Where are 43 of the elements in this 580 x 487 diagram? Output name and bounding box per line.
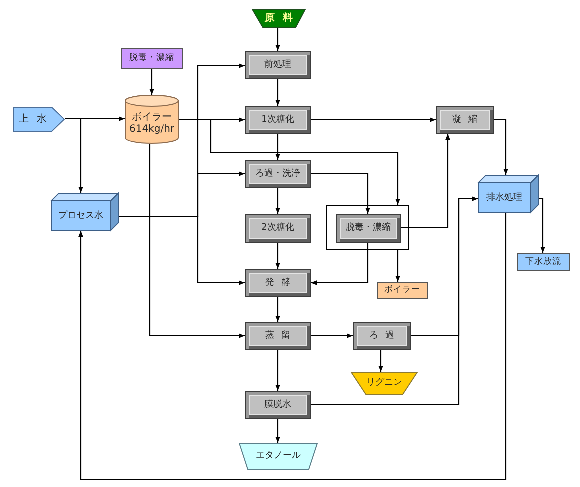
flow-arrow — [311, 196, 478, 406]
flow-arrow — [276, 79, 280, 106]
flow-arrow — [179, 119, 400, 205]
flow-arrow — [65, 118, 84, 193]
process-box: ろ 過 — [353, 322, 411, 350]
process-box: 蒸 留 — [245, 322, 311, 350]
flow-arrow — [494, 119, 508, 175]
flow-arrow — [276, 134, 280, 160]
flow-arrow — [276, 297, 280, 322]
input-trapezoid: 原 料 — [252, 9, 306, 28]
output-trapezoid: エタノール — [239, 443, 318, 470]
flow-arrow — [396, 250, 400, 282]
flow-arrow — [311, 118, 436, 122]
flow-arrow — [311, 243, 369, 286]
flow-arrow — [539, 198, 546, 253]
output-box: 下水放流 — [517, 253, 570, 271]
flow-arrow — [276, 419, 280, 443]
process-box: 発 酵 — [245, 269, 311, 297]
flow-arrow — [311, 334, 353, 338]
flow-arrow — [378, 350, 384, 372]
process-box: 膜脱水 — [245, 391, 311, 419]
process-box: 2次糖化 — [245, 214, 311, 243]
flow-arrow — [311, 173, 370, 214]
flow-arrow — [276, 188, 280, 214]
flow-arrow — [119, 216, 245, 286]
source-pentagon: 上 水 — [13, 107, 65, 132]
input-box: 脱毒・濃縮 — [121, 48, 183, 69]
process-box: 凝 縮 — [436, 106, 494, 134]
flow-arrow — [149, 144, 245, 338]
output-box: ボイラー — [377, 282, 428, 299]
flow-arrow — [150, 69, 154, 95]
process-box: ろ過・洗浄 — [245, 160, 311, 188]
process-box: 1次糖化 — [245, 106, 311, 134]
flow-arrow — [276, 28, 280, 51]
group-frame — [326, 205, 409, 250]
tank-cylinder: ボイラー 614kg/hr — [125, 95, 179, 144]
output-trapezoid: リグニン — [351, 372, 418, 395]
process-box: 前処理 — [245, 51, 311, 79]
flow-arrow — [401, 134, 450, 229]
flow-arrow — [276, 243, 280, 269]
flow-arrow — [276, 350, 280, 391]
flow-arrow — [78, 213, 507, 481]
process-box: 脱毒・濃縮 — [336, 214, 401, 243]
